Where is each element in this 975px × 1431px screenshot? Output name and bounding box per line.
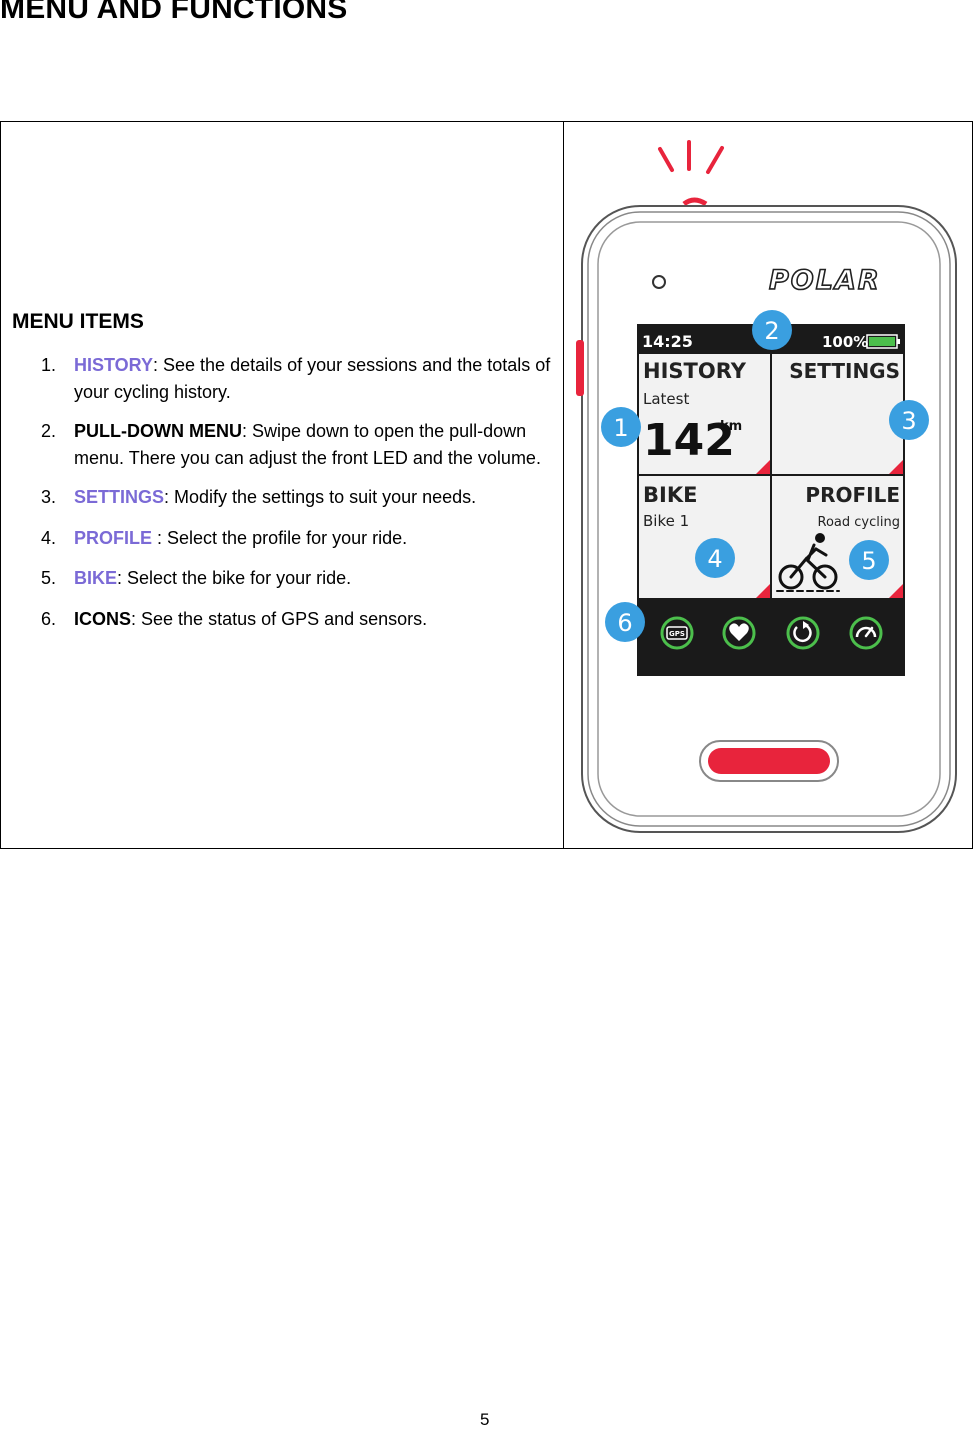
menu-item-settings: 3. SETTINGS: Modify the settings to suit…: [1, 484, 563, 511]
term-settings: SETTINGS: [74, 487, 165, 507]
side-button[interactable]: [576, 340, 584, 396]
callout-2: 2: [752, 310, 792, 350]
profile-tile-subtitle: Road cycling: [818, 515, 900, 530]
callout-4: 4: [695, 538, 735, 578]
table-divider: [563, 122, 564, 848]
history-tile[interactable]: [639, 354, 770, 474]
item-description: : Modify the settings to suit your needs…: [164, 487, 477, 507]
callout-1: 1: [601, 407, 641, 447]
history-tile-title: HISTORY: [643, 359, 747, 383]
callout-3: 3: [889, 400, 929, 440]
term-history: HISTORY: [74, 355, 154, 375]
led-rays-icon: [658, 140, 724, 174]
item-description: : See the status of GPS and sensors.: [131, 608, 428, 629]
profile-tile[interactable]: [772, 476, 903, 598]
svg-text:1: 1: [613, 414, 628, 442]
list-number: 5.: [41, 568, 57, 588]
bike-tile-subtitle: Bike 1: [643, 512, 689, 530]
device-illustration: POLAR 14:25 100% HISTORY Latest 142: [576, 140, 957, 833]
gps-label: GPS: [669, 630, 685, 638]
menu-item-profile: 4. PROFILE : Select the profile for your…: [1, 525, 563, 552]
item-description: : Select the bike for your ride.: [117, 568, 352, 588]
menu-item-pull-down-menu: 2. PULL-DOWN MENU: Swipe down to open th…: [1, 418, 563, 471]
heart-icon: [722, 616, 756, 650]
term-profile: PROFILE: [74, 527, 153, 548]
list-number: 6.: [41, 608, 57, 629]
profile-tile-title: PROFILE: [805, 483, 900, 507]
menu-item-history: 1. HISTORY: See the details of your sess…: [1, 352, 563, 405]
callout-5: 5: [849, 540, 889, 580]
bike-tile[interactable]: [639, 476, 770, 598]
list-number: 2.: [41, 421, 57, 441]
term-bike: BIKE: [74, 568, 118, 588]
history-distance-unit: km: [720, 419, 742, 434]
menu-item-icons: 6. ICONS: See the status of GPS and sens…: [1, 606, 563, 633]
item-description: : See the details of your sessions and t…: [74, 355, 551, 402]
item-description: : Select the profile for your ride.: [152, 527, 408, 548]
term-icons: ICONS: [74, 608, 132, 629]
list-number: 4.: [41, 527, 57, 548]
history-distance-value: 142: [643, 415, 735, 466]
item-description: : Swipe down to open the pull-down menu.…: [74, 421, 541, 468]
menu-items-list: 1. HISTORY: See the details of your sess…: [1, 352, 563, 632]
svg-text:3: 3: [901, 407, 916, 435]
list-number: 1.: [41, 355, 57, 375]
svg-text:6: 6: [617, 609, 632, 637]
menu-items-cell: MENU ITEMS 1. HISTORY: See the details o…: [1, 122, 563, 848]
battery-percent: 100%: [822, 333, 868, 351]
status-time: 14:25: [642, 332, 693, 351]
content-table: MENU ITEMS 1. HISTORY: See the details o…: [0, 121, 973, 849]
menu-items-heading: MENU ITEMS: [12, 310, 144, 333]
device-illustration-cell: POLAR 14:25 100% HISTORY Latest 142: [564, 122, 973, 848]
front-led-icon: [682, 197, 708, 207]
list-number: 3.: [41, 487, 57, 507]
settings-tile-title: SETTINGS: [789, 359, 900, 383]
road-cycling-icon: [776, 533, 840, 592]
gps-icon: GPS: [660, 616, 694, 650]
speed-icon: [849, 616, 883, 650]
callout-6: 6: [605, 602, 645, 642]
settings-tile[interactable]: [772, 354, 903, 474]
page-number: 5: [480, 1410, 490, 1429]
svg-text:2: 2: [764, 317, 779, 345]
menu-item-bike: 5. BIKE: Select the bike for your ride.: [1, 565, 563, 592]
term-pull-down-menu: PULL-DOWN MENU: [74, 421, 242, 441]
ambient-sensor-icon: [652, 275, 666, 289]
svg-text:4: 4: [707, 545, 722, 573]
battery-icon: [866, 334, 900, 349]
brand-logo: POLAR: [769, 265, 881, 296]
cadence-icon: [786, 616, 820, 650]
bike-tile-title: BIKE: [643, 483, 697, 507]
svg-text:5: 5: [861, 547, 876, 575]
history-tile-subtitle: Latest: [643, 390, 689, 408]
page-title: MENU AND FUNCTIONS: [0, 0, 348, 25]
